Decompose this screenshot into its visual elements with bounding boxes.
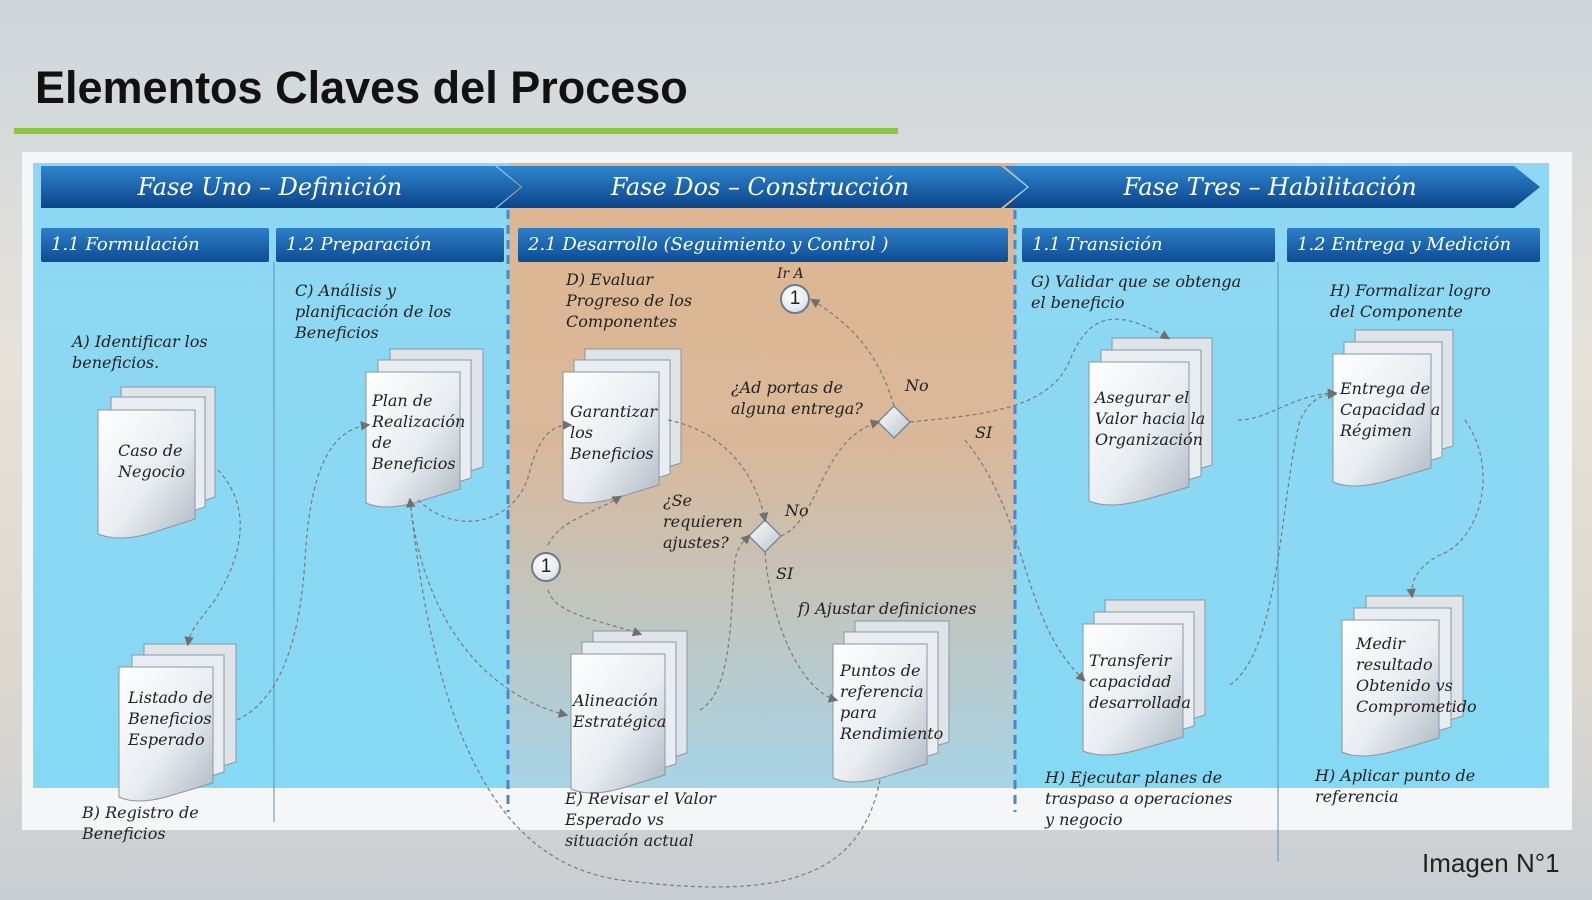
flow-listado-to-plan	[236, 421, 371, 721]
flow-alineacion-to-ajustes	[699, 534, 751, 711]
doc-alineacion-estrategica	[570, 630, 688, 794]
flow-ajustes-no-to-entrega	[780, 419, 881, 537]
doc-transferir-capacidad	[1082, 599, 1206, 756]
doc-medir-resultado	[1341, 595, 1464, 757]
flow-asegurar-to-entrega	[1237, 388, 1338, 421]
phase-one-arrow	[41, 166, 521, 208]
doc-puntos-referencia	[832, 620, 950, 783]
subphase-entrega-medicion: 1.2 Entrega y Medición	[1287, 228, 1540, 262]
flow-puntos-to-plan	[405, 497, 881, 888]
subphase-formulacion: 1.1 Formulación	[41, 228, 269, 262]
decision-ajustes-no: No	[785, 501, 809, 520]
doc-caso-negocio	[97, 386, 216, 539]
decision-ajustes-si: SI	[776, 564, 794, 583]
flow-caso-to-listado	[184, 469, 241, 647]
flow-transferir-to-entrega	[1229, 389, 1338, 686]
decision-entrega-no: No	[905, 376, 929, 395]
page-title: Elementos Claves del Proceso	[35, 62, 688, 113]
doc-entrega-capacidad	[1332, 329, 1454, 487]
doc-garantizar-beneficios	[562, 348, 682, 504]
doc-plan-realizacion	[365, 348, 484, 508]
decision-entrega-si: SI	[975, 423, 993, 442]
flow-entrega-no-to-c1	[809, 298, 895, 407]
subphase-transicion: 1.1 Transición	[1022, 228, 1275, 262]
flow-entrega-to-medir	[1406, 419, 1484, 599]
flow-entrega-to-transferir	[964, 439, 1086, 682]
doc-asegurar-valor	[1088, 337, 1213, 506]
image-caption: Imagen N°1	[1422, 848, 1560, 878]
flow-entrega-si-to-asegurar	[909, 318, 1171, 423]
subphase-preparacion: 1.2 Preparación	[276, 228, 504, 262]
flow-ajustes-si-to-puntos	[764, 551, 839, 703]
flow-plan-to-garantizar	[417, 420, 573, 522]
title-underline	[14, 128, 898, 134]
flow-plan-to-alineacion	[409, 499, 569, 718]
decision-entrega-diamond	[876, 404, 912, 440]
phase-two-label: Fase Dos – Construcción	[610, 173, 910, 201]
connector-1-top: 1	[780, 284, 810, 314]
decision-ajustes-diamond	[747, 518, 783, 554]
phase-one-label: Fase Uno – Definición	[137, 173, 403, 201]
goto-label: Ir A	[777, 266, 804, 282]
note-f: f) Ajustar definiciones	[798, 599, 977, 618]
connector-1-left: 1	[531, 552, 561, 582]
phase-three-arrow	[1004, 166, 1540, 208]
phase-two-arrow	[497, 166, 1027, 208]
flow-c1-to-garantizar	[547, 495, 623, 546]
doc-listado-beneficios	[118, 643, 237, 802]
phase-three-label: Fase Tres – Habilitación	[1123, 173, 1417, 201]
flow-c1-to-alineacion	[547, 589, 643, 637]
flow-garantizar-to-ajustes	[667, 419, 769, 523]
subphase-desarrollo: 2.1 Desarrollo (Seguimiento y Control )	[518, 228, 1008, 262]
